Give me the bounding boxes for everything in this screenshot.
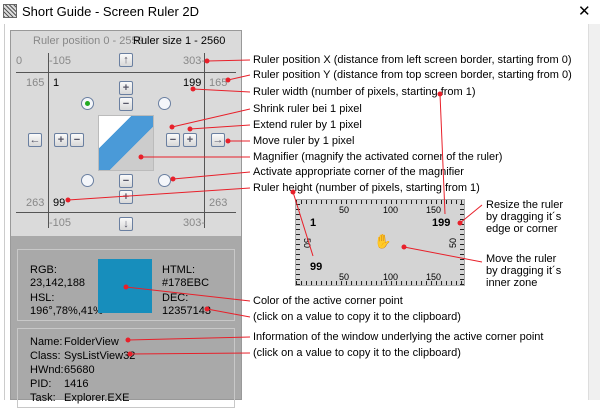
info-value[interactable]: FolderView [64,336,119,348]
hsl-label: HSL: [30,292,55,304]
y-left: 165 [26,77,45,89]
x-right[interactable]: 303- [183,55,206,67]
vertical-scrollbar[interactable] [588,24,600,400]
app-icon [3,4,17,18]
shrink-top-button[interactable]: − [119,97,133,111]
content-frame [4,24,590,400]
ann-magnifier: Magnifier (magnify the activated corner … [253,151,503,163]
tick-label: 50 [339,205,350,215]
info-label: PID: [30,378,52,390]
width-start: 1 [53,77,60,89]
corner-bottom-right-radio[interactable] [158,174,171,187]
title-bar: Short Guide - Screen Ruler 2D ✕ [0,0,600,24]
dec-label: DEC: [162,292,189,304]
corner-top-left-radio[interactable] [81,97,94,110]
info-label: Name: [30,336,63,348]
ann-move-drag-2: by dragging it´s [486,265,562,277]
tick-label: 100 [383,272,399,282]
ann-move-drag-1: Move the ruler [486,253,557,265]
x-ruler-left: -105 [49,55,72,67]
ann-info-hint: (click on a value to copy it to the clip… [253,347,461,359]
ruler-demo[interactable]: 50 100 150 50 100 150 50 50 1 199 99 ✋ [295,199,465,286]
move-up-button[interactable]: ↑ [119,53,133,67]
corner-bottom-left-radio[interactable] [81,174,94,187]
position-range: Ruler position 0 - 2559 [33,35,144,47]
ann-height: Ruler height (number of pixels, starting… [253,182,480,194]
info-label: HWnd: [30,364,64,376]
width-value[interactable]: 199 [183,77,202,89]
ann-move: Move ruler by 1 pixel [253,135,355,147]
move-right-button[interactable]: → [211,133,225,147]
ruler-height: 99 [310,261,323,273]
color-swatch [98,259,152,313]
x-bottom-left: -105 [49,217,72,229]
extend-right-button[interactable]: + [183,133,197,147]
size-range: Ruler size 1 - 2560 [133,35,226,47]
hand-icon: ✋ [374,233,392,249]
rgb-value[interactable]: 23,142,188 [30,277,86,289]
ruler-width: 199 [432,217,451,229]
y-right[interactable]: 165 [209,77,228,89]
ann-pos-y: Ruler position Y (distance from top scre… [253,69,572,81]
ruler-start: 1 [310,217,317,229]
move-left-button[interactable]: ← [28,133,42,147]
corner-top-right-radio[interactable] [158,97,171,110]
height-value[interactable]: 99 [53,197,66,209]
rgb-label: RGB: [30,264,57,276]
x-left: 0 [16,55,23,67]
move-down-button[interactable]: ↓ [119,217,133,231]
shrink-left-button[interactable]: − [70,133,84,147]
info-value[interactable]: SysListView32 [64,350,136,362]
html-value[interactable]: #178EBC [162,277,210,289]
tick-label: 50 [339,272,350,282]
extend-top-button[interactable]: + [119,81,133,95]
info-value[interactable]: Explorer.EXE [64,392,130,404]
tick-label: 150 [426,205,442,215]
tick-label: 50 [302,237,313,249]
ruler-panel: Ruler position 0 - 2559 Ruler size 1 - 2… [10,30,242,408]
x-bottom-right: 303- [183,217,206,229]
ann-resize-2: by dragging it´s [486,211,562,223]
tick-label: 50 [448,237,459,249]
ann-pos-x: Ruler position X (distance from left scr… [253,54,572,66]
tick-label: 100 [383,205,399,215]
extend-left-button[interactable]: + [54,133,68,147]
extend-bottom-button[interactable]: + [119,190,133,204]
bottom-right: 263 [209,197,228,209]
ann-resize-1: Resize the ruler [486,199,564,211]
info-label: Task: [30,392,56,404]
bottom-left: 263 [26,197,45,209]
shrink-bottom-button[interactable]: − [119,174,133,188]
magnifier [98,115,154,171]
ann-resize-3: edge or corner [486,223,558,235]
info-value[interactable]: 65680 [64,364,95,376]
ann-corner: Activate appropriate corner of the magni… [253,166,464,178]
info-value[interactable]: 1416 [64,378,89,390]
window-title: Short Guide - Screen Ruler 2D [22,4,200,19]
color-box [17,249,235,321]
ann-extend: Extend ruler by 1 pixel [253,119,362,131]
ann-color: Color of the active corner point [253,295,403,307]
info-label: Class: [30,350,61,362]
ruler-controls: Ruler position 0 - 2559 Ruler size 1 - 2… [11,31,241,236]
html-label: HTML: [162,264,195,276]
ann-shrink: Shrink ruler bei 1 pixel [253,103,362,115]
tick-label: 150 [426,272,442,282]
ann-width: Ruler width (number of pixels, starting … [253,86,476,98]
close-button[interactable]: ✕ [578,3,591,20]
hsl-value[interactable]: 196°,78%,41% [30,305,103,317]
ann-color-hint: (click on a value to copy it to the clip… [253,311,461,323]
ann-move-drag-3: inner zone [486,277,538,289]
dec-value[interactable]: 12357143 [162,305,211,317]
ann-info: Information of the window underlying the… [253,331,544,343]
shrink-right-button[interactable]: − [166,133,180,147]
